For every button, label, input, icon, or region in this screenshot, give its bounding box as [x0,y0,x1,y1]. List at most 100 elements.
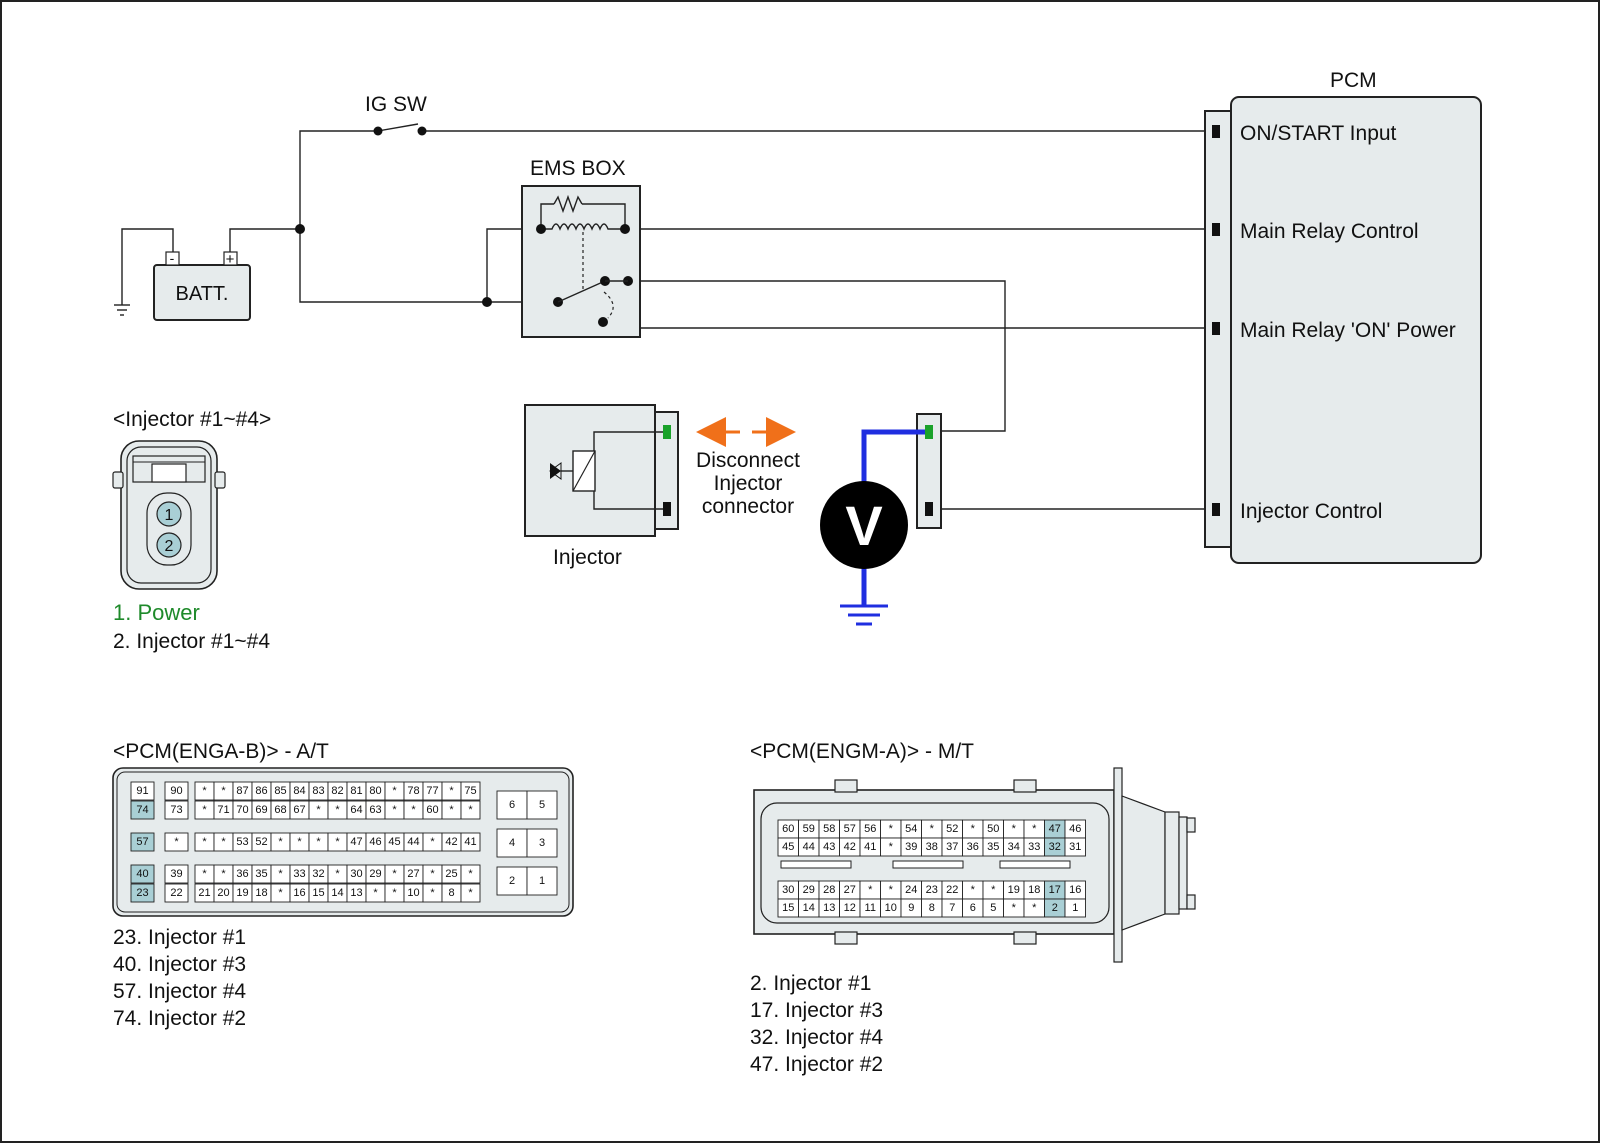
pcm-mt-pin-label: 10 [885,902,897,914]
pcm-at-pin-label: 16 [293,887,305,899]
pcm-at-pin-cell [164,832,189,852]
pcm-at-pin-label: 74 [136,804,148,816]
pcm-mt-pin-label: 52 [946,823,958,835]
pcm-mt-pin-label: 24 [905,884,917,896]
pcm-mt-pin-label: 47 [1049,823,1061,835]
pcm-at-pin-label: 63 [369,804,381,816]
pcm-mt-pin-label: 34 [1008,841,1020,853]
pcm-mt-pin-label: 22 [946,884,958,896]
pcm-at-pin-label: 27 [407,868,419,880]
pcm-at-pin-label: * [278,836,283,848]
pcm-mt-pin-label: 5 [990,902,996,914]
pcm-mt-pin-label: 29 [803,884,815,896]
pcm-mt-pin-label: 56 [864,823,876,835]
pcm-mt-pin-label: 12 [844,902,856,914]
injector-connector-title: <Injector #1~#4> [113,408,271,431]
pcm-terminal-main-relay-control: Main Relay Control [1240,220,1419,243]
pcm-at-pin-label: 60 [426,804,438,816]
injector-connector-icon: 1 2 [112,440,226,590]
pcm-at-pin-label: * [392,804,397,816]
pcm-mt-legend-3: 32. Injector #4 [750,1026,883,1049]
pcm-mt-pin-label: 6 [970,902,976,914]
pcm-at-pin-label: 8 [448,887,454,899]
pcm-at-pin-label: * [430,887,435,899]
pcm-mt-pin-label: 17 [1049,884,1061,896]
pcm-at-pin-label: 91 [136,785,148,797]
pcm-at-pin-label: * [430,836,435,848]
pcm-mt-pin-label: 7 [949,902,955,914]
pcm-at-side-pin-label: 3 [539,837,545,849]
pcm-mt-pin-label: 57 [844,823,856,835]
pcm-at-pin-label: 83 [312,785,324,797]
pcm-at-pin-label: 86 [255,785,267,797]
pcm-at-pin-label: * [278,887,283,899]
pcm-at-pin-label: * [449,804,454,816]
pcm-at-pin-label: 77 [426,785,438,797]
pcm-at-title: <PCM(ENGA-B)> - A/T [113,740,329,763]
pcm-mt-pin-label: * [971,884,976,896]
pcm-at-connector-inner [116,771,570,913]
pcm-at-pin-label: 78 [407,785,419,797]
pcm-at-side-pin-label: 4 [509,837,515,849]
pcm-mt-pin-label: 54 [905,823,917,835]
pcm-mt-pin-label: 16 [1069,884,1081,896]
pcm-at-side-pin-cell [526,828,558,858]
injector-pin-2: 2 [165,538,174,555]
disconnect-note-line2: Injector [714,472,783,495]
pcm-at-pin-label: 87 [236,785,248,797]
pcm-at-pin-label: 47 [350,836,362,848]
injector-pin-1: 1 [165,507,174,524]
pcm-at-pin-label: * [316,836,321,848]
pcm-mt-pin-label: 43 [823,841,835,853]
pcm-at-pin-label: 10 [407,887,419,899]
pcm-at-side-pin-cell [526,866,558,896]
pcm-mt-pin-label: 13 [823,902,835,914]
pcm-at-pin-cell [460,883,481,903]
pcm-at-pin-label: * [411,804,416,816]
pcm-mt-pin-cell [1064,837,1086,857]
pcm-at-side-pin-label: 5 [539,799,545,811]
ems-box-relay [521,185,641,338]
pcm-mt-pin-label: 31 [1069,841,1081,853]
pcm-mt-pin-label: * [930,823,935,835]
pcm-mt-pin-label: * [1012,902,1017,914]
voltmeter: V [820,429,925,626]
pcm-at-pin-label: 71 [217,804,229,816]
pcm-mt-pin-label: * [1032,902,1037,914]
pcm-mt-pin-label: 8 [929,902,935,914]
pcm-at-pin-label: * [335,836,340,848]
pcm-at-side-pin-label: 2 [509,875,515,887]
pcm-at-pin-cell [130,883,155,903]
pcm-mt-pin-label: 30 [782,884,794,896]
voltmeter-symbol: V [845,494,882,557]
pcm-at-side-pin-cell [496,866,528,896]
pcm-at-pin-cell [130,781,155,801]
junction-dots [295,126,492,307]
pcm-mt-pin-label: * [889,884,894,896]
pcm-terminal-on-start: ON/START Input [1240,122,1397,145]
pcm-mt-pin-label: * [1012,823,1017,835]
pcm-at-pin-label: * [202,868,207,880]
pcm-mt-pin-label: 15 [782,902,794,914]
pcm-at-pin-label: 15 [312,887,324,899]
pcm-at-side-pin-cell [496,790,528,820]
battery-plus-label: + [226,251,235,268]
pcm-at-pin-label: 20 [217,887,229,899]
pcm-mt-pin-label: 39 [905,841,917,853]
pcm-mt-pin-label: * [868,884,873,896]
pcm-at-pin-label: 52 [255,836,267,848]
pcm-at-legend-3: 57. Injector #4 [113,980,246,1003]
pcm-at-legend-1: 23. Injector #1 [113,926,246,949]
pcm-mt-pin-label: 28 [823,884,835,896]
pcm-at-pin-label: * [335,868,340,880]
ig-switch-label: IG SW [365,93,427,116]
pcm-at-pin-label: 45 [388,836,400,848]
pcm-mt-legend-1: 2. Injector #1 [750,972,871,995]
pcm-mt-pin-label: 9 [908,902,914,914]
pcm-mt-pin-label: 35 [987,841,999,853]
pcm-at-pin-label: * [468,868,473,880]
pcm-mt-pin-label: 18 [1028,884,1040,896]
